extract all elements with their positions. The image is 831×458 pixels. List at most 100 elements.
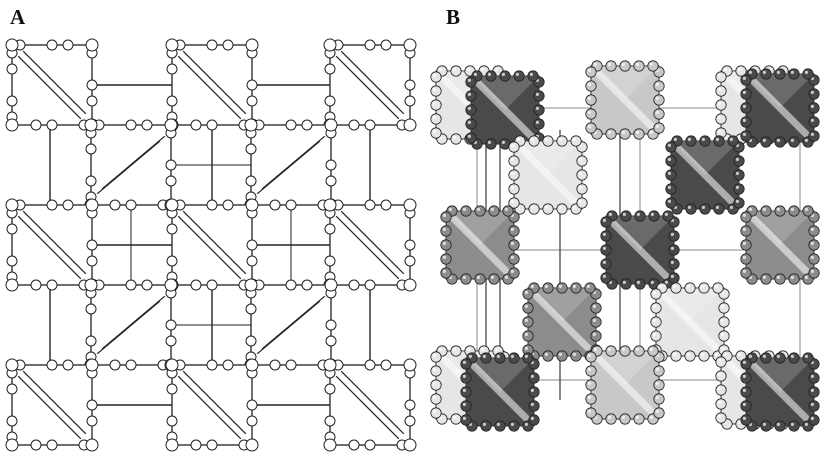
atom (619, 128, 631, 140)
atom (653, 108, 665, 120)
atom (30, 279, 42, 291)
atom-highlight (686, 352, 691, 356)
diagonal-bond (335, 215, 400, 280)
atom-highlight (776, 275, 781, 279)
atom-highlight (649, 62, 654, 66)
atom-highlight (655, 381, 660, 385)
atom-highlight (810, 255, 815, 259)
atom (522, 352, 534, 364)
atom (522, 330, 534, 342)
diagonal-bond (96, 140, 161, 195)
atom-highlight (776, 354, 781, 358)
atom (542, 203, 554, 215)
atom-highlight (649, 347, 654, 351)
atom (740, 372, 752, 384)
atom (165, 175, 177, 187)
atom (808, 225, 820, 237)
atom-highlight (621, 415, 626, 419)
atom (85, 438, 99, 452)
cluster-facet (671, 141, 739, 175)
atom (665, 141, 677, 153)
cluster-facet (591, 66, 659, 100)
atom (285, 119, 297, 131)
atom-highlight (510, 227, 514, 231)
atom (788, 420, 800, 432)
atom (206, 119, 218, 131)
atom-highlight (717, 129, 722, 133)
atom (528, 386, 540, 398)
cluster-facet (446, 211, 514, 245)
atom-highlight (655, 409, 660, 413)
atom (404, 399, 416, 411)
atom-highlight (635, 130, 640, 134)
atom-highlight (529, 72, 534, 76)
atom (760, 420, 772, 432)
atom (508, 225, 520, 237)
atom-highlight (667, 143, 672, 147)
atom (125, 279, 137, 291)
diagonal-bond (674, 144, 736, 206)
atom-highlight (810, 90, 815, 94)
atom (165, 358, 179, 372)
atom (556, 350, 568, 362)
atom (585, 351, 597, 363)
atom (324, 63, 336, 75)
atom-highlight (652, 318, 657, 322)
atom (788, 205, 800, 217)
atom-highlight (715, 205, 720, 209)
atom-highlight (510, 241, 514, 245)
atom-highlight (622, 280, 627, 284)
atom (85, 175, 97, 187)
cluster-shaded (585, 345, 665, 425)
atom (125, 119, 137, 131)
atom (206, 39, 218, 51)
atom (6, 95, 18, 107)
cluster-box (171, 204, 253, 286)
atom (245, 303, 257, 315)
diagonal-bond (335, 375, 400, 440)
atom (364, 39, 376, 51)
atom (685, 203, 697, 215)
atom-highlight (587, 353, 592, 357)
atom (6, 63, 18, 75)
atom-highlight (673, 137, 678, 141)
cluster-shaded (740, 352, 820, 432)
atom-highlight (720, 318, 725, 322)
atom (85, 303, 97, 315)
atom (733, 197, 745, 209)
atom (653, 122, 665, 134)
atom-highlight (720, 332, 725, 336)
atom (808, 267, 820, 279)
atom-highlight (578, 157, 583, 161)
atom (513, 70, 525, 82)
atom (30, 439, 42, 451)
atom (715, 113, 727, 125)
atom (440, 253, 452, 265)
atom (760, 68, 772, 80)
atom (440, 267, 452, 279)
atom-highlight (717, 87, 722, 91)
atom-highlight (462, 402, 466, 406)
atom (301, 279, 313, 291)
atom (665, 169, 677, 181)
atom-highlight (480, 347, 484, 351)
atom (430, 393, 442, 405)
atom-highlight (535, 92, 540, 96)
atom-highlight (572, 137, 577, 141)
atom (30, 119, 42, 131)
atom-highlight (723, 67, 728, 71)
atom (245, 335, 257, 347)
atom-highlight (504, 207, 508, 211)
cluster-shaded (585, 60, 665, 140)
atom-highlight (501, 140, 505, 144)
atom (46, 359, 58, 371)
diagonal-bond (261, 135, 326, 190)
cluster-outline (165, 358, 259, 452)
atom (727, 135, 739, 147)
atom (324, 95, 336, 107)
diagonal-bond (340, 210, 405, 275)
atom-highlight (602, 232, 607, 236)
atom-highlight (742, 104, 747, 108)
atom (245, 143, 257, 155)
atom-highlight (655, 124, 660, 128)
